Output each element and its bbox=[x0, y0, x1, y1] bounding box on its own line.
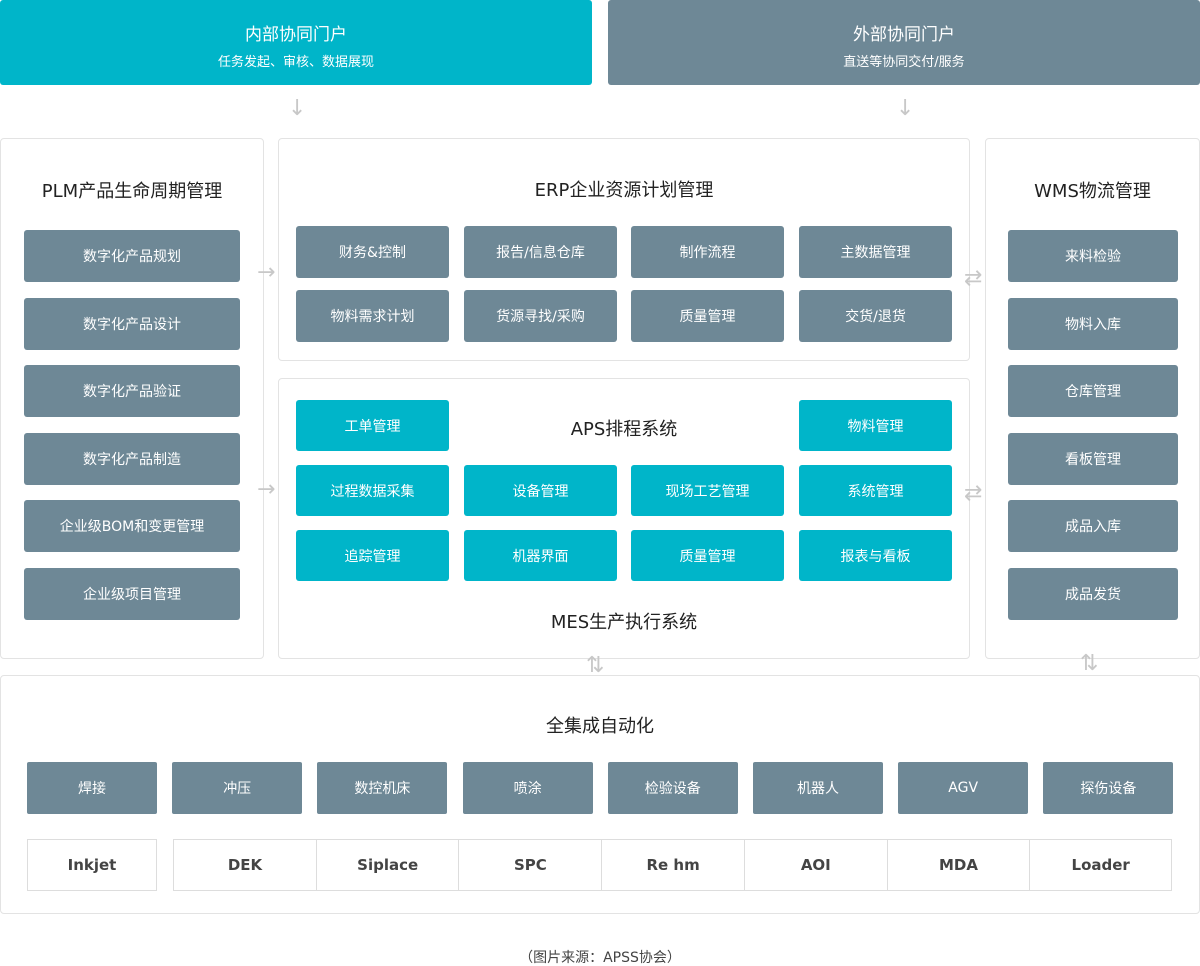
erp-module[interactable]: 交货/退货 bbox=[799, 290, 952, 342]
equipment-cell[interactable]: Re hm bbox=[601, 839, 746, 891]
plm-module[interactable]: 企业级项目管理 bbox=[24, 568, 240, 620]
plm-module[interactable]: 数字化产品制造 bbox=[24, 433, 240, 485]
mes-module[interactable]: 现场工艺管理 bbox=[631, 465, 784, 516]
wms-module[interactable]: 仓库管理 bbox=[1008, 365, 1178, 417]
arrow-down-icon: ↓ bbox=[288, 96, 307, 121]
bidirectional-arrow-icon: ⇄ bbox=[964, 481, 983, 506]
erp-module[interactable]: 报告/信息仓库 bbox=[464, 226, 617, 278]
aps-title: APS排程系统 bbox=[570, 419, 678, 440]
equipment-cell[interactable]: MDA bbox=[886, 839, 1031, 891]
erp-module[interactable]: 制作流程 bbox=[631, 226, 784, 278]
erp-module[interactable]: 货源寻找/采购 bbox=[464, 290, 617, 342]
automation-device[interactable]: 数控机床 bbox=[317, 762, 448, 814]
mes-module[interactable]: 报表与看板 bbox=[799, 530, 952, 581]
arrow-down-icon: ↓ bbox=[896, 96, 915, 121]
automation-device[interactable]: AGV bbox=[898, 762, 1029, 814]
wms-module[interactable]: 物料入库 bbox=[1008, 298, 1178, 350]
plm-module[interactable]: 数字化产品规划 bbox=[24, 230, 240, 282]
wms-module[interactable]: 成品发货 bbox=[1008, 568, 1178, 620]
up-down-arrow-icon: ⇅ bbox=[1080, 651, 1099, 676]
wms-module[interactable]: 看板管理 bbox=[1008, 433, 1178, 485]
internal-portal-subtitle: 任务发起、审核、数据展现 bbox=[217, 55, 374, 70]
wms-title: WMS物流管理 bbox=[1034, 181, 1151, 202]
plm-module[interactable]: 数字化产品验证 bbox=[24, 365, 240, 417]
arrow-right-icon: → bbox=[257, 260, 276, 285]
automation-device[interactable]: 探伤设备 bbox=[1043, 762, 1174, 814]
erp-module[interactable]: 财务&控制 bbox=[296, 226, 449, 278]
mes-module[interactable]: 质量管理 bbox=[631, 530, 784, 581]
internal-portal: 内部协同门户 任务发起、审核、数据展现 bbox=[0, 0, 592, 85]
bidirectional-arrow-icon: ⇄ bbox=[964, 266, 983, 291]
equipment-cell[interactable]: DEK bbox=[173, 839, 317, 891]
up-down-arrow-icon: ⇅ bbox=[586, 653, 605, 678]
external-portal-title: 外部协同门户 bbox=[853, 25, 955, 45]
automation-device[interactable]: 机器人 bbox=[753, 762, 883, 814]
erp-module[interactable]: 质量管理 bbox=[631, 290, 784, 342]
equipment-cell[interactable]: Siplace bbox=[315, 839, 460, 891]
arrow-right-icon: → bbox=[257, 477, 276, 502]
automation-device[interactable]: 焊接 bbox=[27, 762, 157, 814]
automation-title: 全集成自动化 bbox=[546, 716, 654, 737]
erp-title: ERP企业资源计划管理 bbox=[534, 180, 714, 201]
mes-title: MES生产执行系统 bbox=[550, 612, 698, 633]
equipment-cell[interactable]: SPC bbox=[458, 839, 603, 891]
automation-device[interactable]: 检验设备 bbox=[607, 762, 738, 814]
plm-module[interactable]: 企业级BOM和变更管理 bbox=[24, 500, 240, 552]
equipment-cell[interactable]: Inkjet bbox=[27, 839, 157, 891]
image-caption: （图片来源：APSS协会） bbox=[519, 950, 681, 966]
mes-module[interactable]: 系统管理 bbox=[799, 465, 952, 516]
internal-portal-title: 内部协同门户 bbox=[245, 25, 347, 45]
equipment-cell[interactable]: Loader bbox=[1029, 839, 1173, 891]
wms-module[interactable]: 来料检验 bbox=[1008, 230, 1178, 282]
mes-module[interactable]: 追踪管理 bbox=[296, 530, 449, 581]
automation-device[interactable]: 喷涂 bbox=[462, 762, 593, 814]
external-portal: 外部协同门户 直送等协同交付/服务 bbox=[608, 0, 1200, 85]
erp-module[interactable]: 物料需求计划 bbox=[296, 290, 449, 342]
mes-module[interactable]: 机器界面 bbox=[464, 530, 617, 581]
automation-device[interactable]: 冲压 bbox=[172, 762, 303, 814]
mes-module[interactable]: 物料管理 bbox=[799, 400, 952, 451]
plm-title: PLM产品生命周期管理 bbox=[41, 181, 223, 202]
external-portal-subtitle: 直送等协同交付/服务 bbox=[843, 55, 965, 70]
equipment-cell[interactable]: AOI bbox=[743, 839, 888, 891]
wms-module[interactable]: 成品入库 bbox=[1008, 500, 1178, 552]
mes-module[interactable]: 设备管理 bbox=[464, 465, 617, 516]
erp-module[interactable]: 主数据管理 bbox=[799, 226, 952, 278]
mes-module[interactable]: 过程数据采集 bbox=[296, 465, 449, 516]
plm-module[interactable]: 数字化产品设计 bbox=[24, 298, 240, 350]
mes-module[interactable]: 工单管理 bbox=[296, 400, 449, 451]
